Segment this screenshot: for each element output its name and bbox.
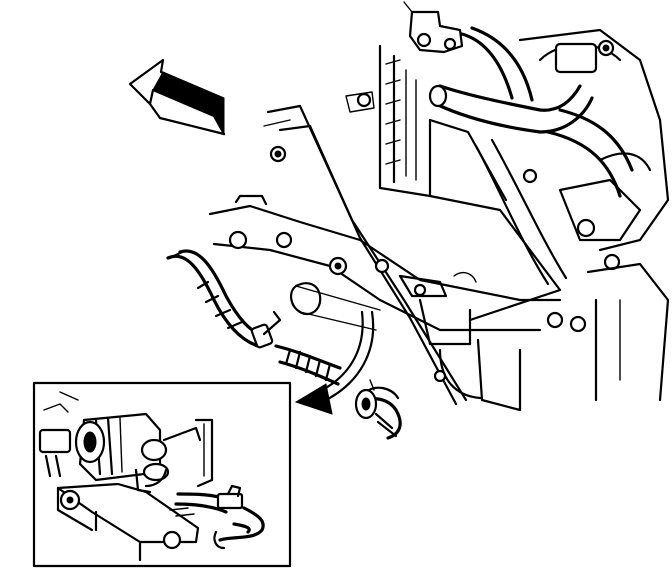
front-direction-arrow-icon (128, 58, 226, 136)
detached-hose-connector (354, 379, 402, 440)
support-brace (263, 104, 468, 406)
frame-crossmember (208, 194, 562, 412)
radiator-core-hatch (385, 59, 401, 165)
vent-hose (274, 344, 342, 386)
engine-assembly (345, 1, 670, 402)
callout-arrow-icon (294, 310, 375, 415)
inset-detail-view (32, 381, 292, 568)
wiring-harness (166, 249, 282, 349)
